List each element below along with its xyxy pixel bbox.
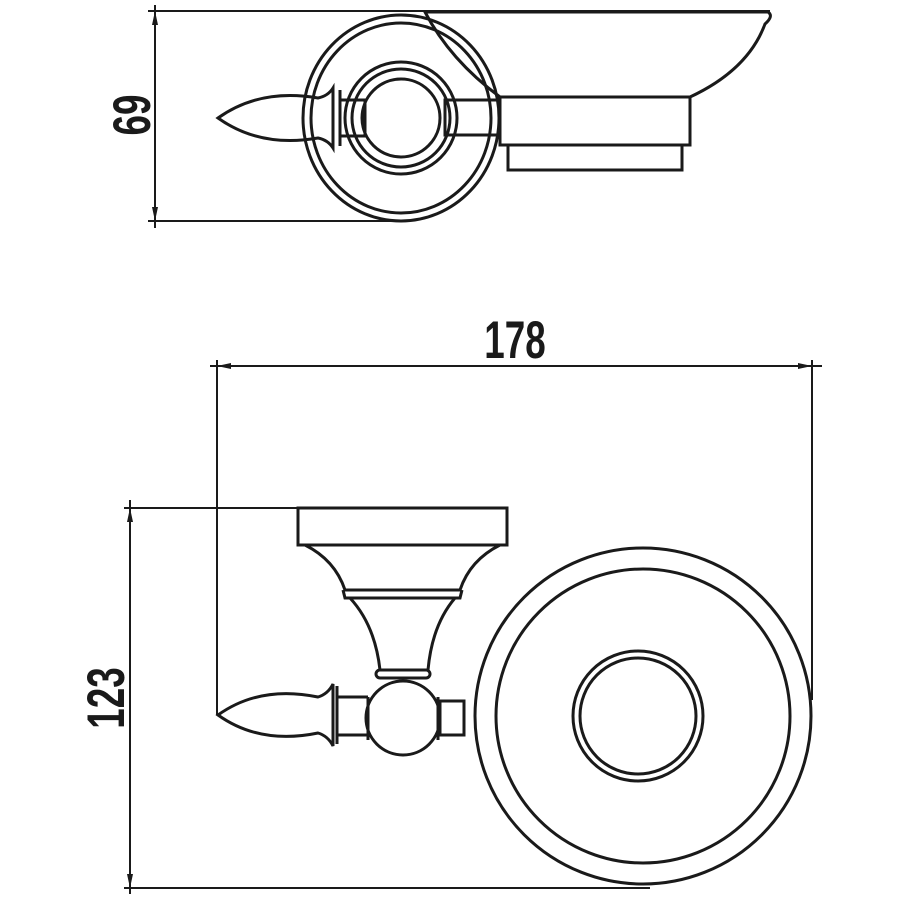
dimension-label-69: 69 [102, 95, 161, 136]
front-view: 178 123 [76, 310, 822, 894]
dimension-178: 178 [210, 310, 822, 715]
dimension-label-123: 123 [76, 667, 135, 728]
dimension-label-178: 178 [484, 310, 545, 369]
wall-plate [296, 506, 509, 680]
soap-dish-round [473, 546, 813, 886]
knob [215, 679, 466, 757]
soap-dish [422, 10, 772, 172]
top-view: 69 [102, 5, 772, 228]
knob [215, 82, 367, 154]
dimension-69: 69 [102, 5, 770, 228]
rosette [301, 13, 501, 223]
